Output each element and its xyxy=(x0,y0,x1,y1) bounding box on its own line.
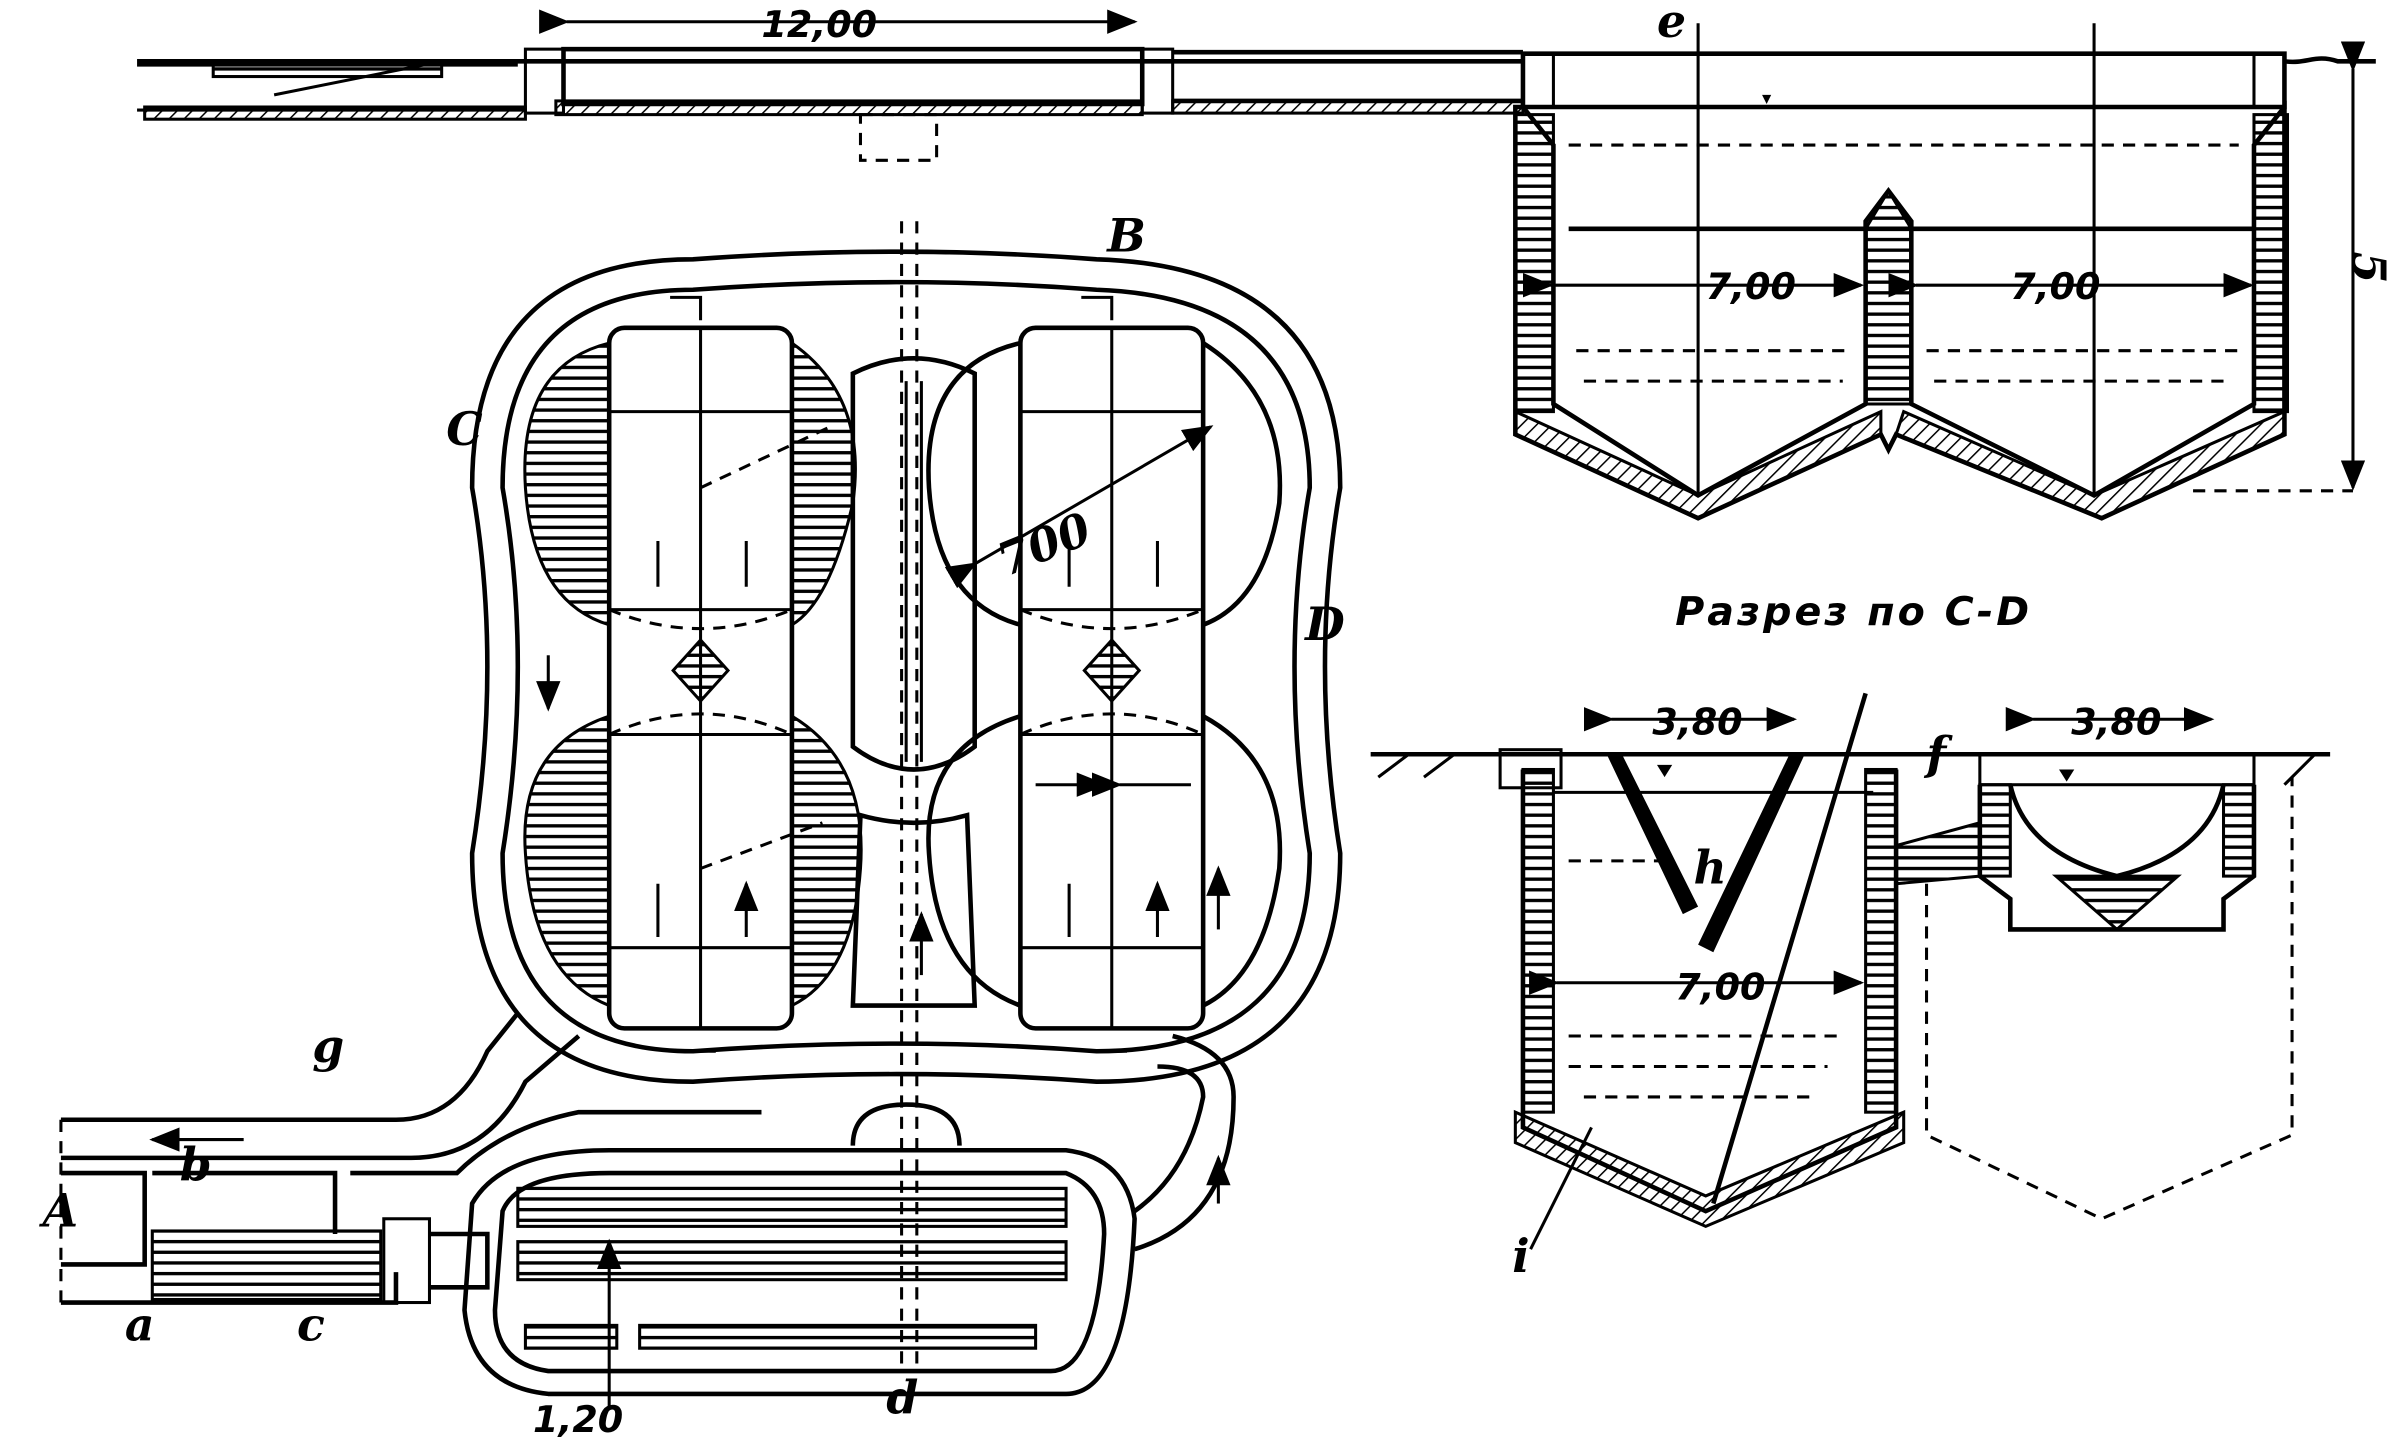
basin-right xyxy=(1018,325,1206,1031)
tank-width-dimension: 7,00 xyxy=(1675,965,1765,1008)
channel-length-dimension: 12,00 xyxy=(761,3,877,46)
label-a: a xyxy=(125,1298,155,1352)
label-b: b xyxy=(180,1138,212,1192)
label-g: g xyxy=(312,1019,344,1073)
label-A: A xyxy=(39,1183,78,1237)
left-tank-width-dimension: 7,00 xyxy=(1706,265,1796,308)
label-h: h xyxy=(1694,841,1727,895)
distribution-trough xyxy=(1520,51,2287,110)
outer-wall xyxy=(469,249,1343,1084)
label-c: c xyxy=(297,1298,325,1352)
sludge-pipe xyxy=(1711,692,1868,1205)
label-e: e xyxy=(1657,0,1686,48)
section-c-d: Разрез по C-D 3,80 7,00 3,80 f h i xyxy=(1370,589,2331,1283)
plan-view: 700 B C D g A b a c d 1,20 xyxy=(39,209,1346,1440)
grit-chamber xyxy=(462,1147,1137,1397)
outlet-channel xyxy=(60,1011,581,1161)
label-D: D xyxy=(1303,597,1345,651)
inlet-pipe xyxy=(211,62,444,79)
sloped-baffle-h xyxy=(1606,754,1805,953)
depth-dimension: 5 xyxy=(2342,252,2388,284)
future-tank-outline xyxy=(1925,777,2294,1221)
label-B: B xyxy=(1105,209,1146,263)
radius-dimension: 700 xyxy=(990,501,1099,587)
central-channel xyxy=(850,356,977,772)
screen-c xyxy=(150,1229,383,1302)
right-tank-width-dimension: 7,00 xyxy=(2010,265,2100,308)
trough-width-left: 3,80 xyxy=(1652,700,1742,743)
longitudinal-section: 12,00 e 7,00 7,00 5 xyxy=(137,0,2388,521)
label-d: d xyxy=(886,1371,918,1425)
diffuser xyxy=(671,637,731,704)
section-caption: Разрез по C-D xyxy=(1675,589,2032,635)
grit-channel xyxy=(561,46,1145,107)
label-i: i xyxy=(1512,1229,1529,1283)
width-dimension: 1,20 xyxy=(533,1398,623,1440)
trough-width-right: 3,80 xyxy=(2071,700,2161,743)
label-C: C xyxy=(446,402,482,456)
basin-left xyxy=(606,325,831,1031)
sludge-well xyxy=(850,1102,962,1146)
